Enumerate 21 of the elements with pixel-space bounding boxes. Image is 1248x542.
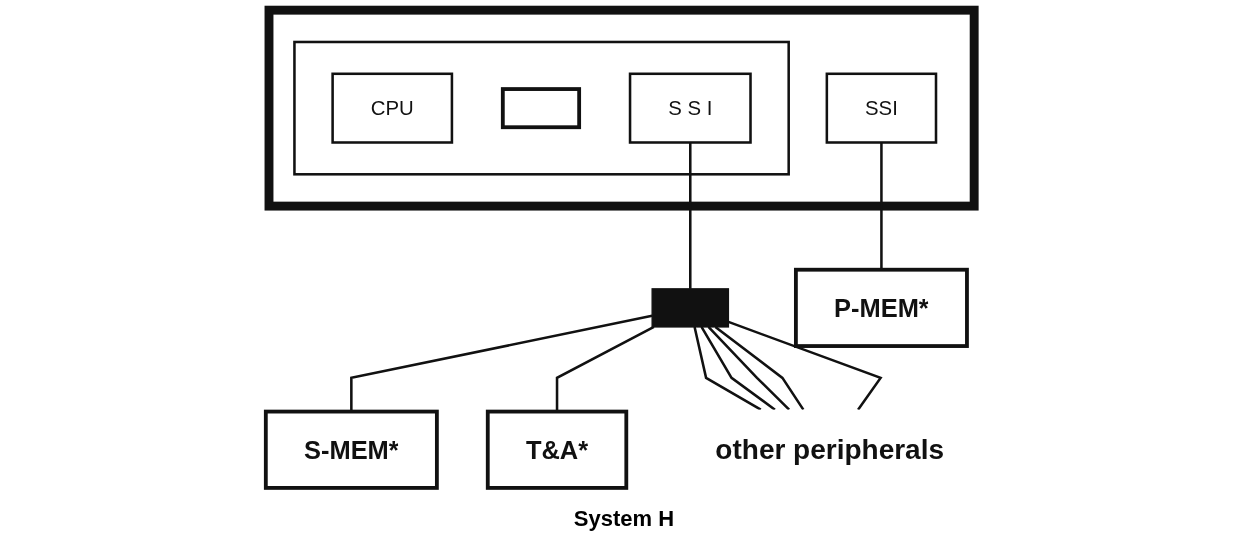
connector: [689, 142, 692, 289]
caption: System H: [573, 506, 675, 532]
connector: [714, 325, 805, 411]
node-bar: [651, 288, 730, 328]
connector: [350, 314, 653, 412]
node-box: T&A*: [485, 409, 629, 490]
connector: [700, 326, 776, 411]
connector: [728, 320, 883, 411]
node-box: CPU: [331, 72, 454, 144]
node-box: S S I: [628, 72, 752, 144]
node-box: [500, 87, 582, 130]
connector: [693, 326, 762, 411]
node-box: P-MEM*: [794, 267, 969, 348]
connector: [555, 325, 655, 412]
node-box: SSI: [825, 72, 938, 144]
cluster: [293, 40, 790, 176]
node-box: S-MEM*: [263, 409, 439, 490]
connector: [707, 326, 791, 411]
node-text: other peripherals: [715, 433, 945, 466]
connector: [880, 142, 883, 270]
cluster: [264, 5, 979, 211]
